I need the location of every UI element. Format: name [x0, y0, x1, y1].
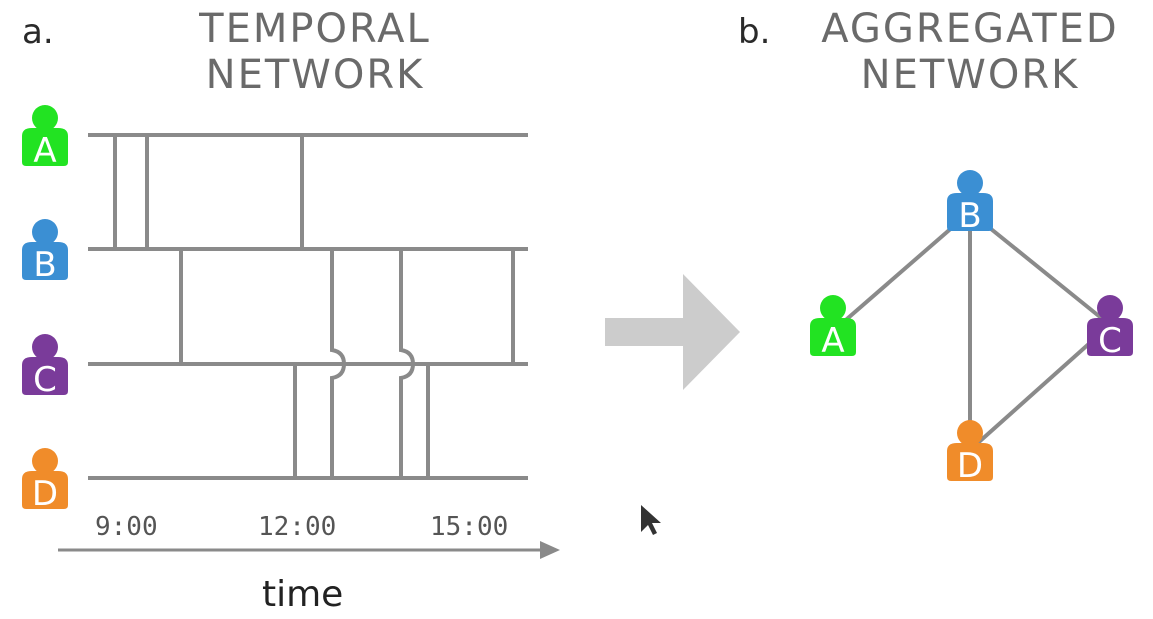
panel-b-letter: b. [738, 12, 771, 52]
timelines [88, 133, 528, 480]
agg-node-c-label: C [1098, 321, 1122, 361]
time-tick-15: 15:00 [430, 512, 509, 542]
temporal-title-line1: TEMPORAL [199, 6, 431, 52]
edge-c-d [968, 323, 1112, 452]
contact-b-d-1 [330, 249, 347, 478]
time-axis-arrow [58, 541, 560, 559]
node-c-label: C [33, 360, 57, 400]
aggregated-network-title: AGGREGATED NETWORK [810, 6, 1130, 98]
edge-a-b [838, 210, 972, 327]
aggregated-node-b: B [947, 170, 993, 236]
contact-b-d-2 [399, 249, 416, 478]
aggregated-edges [838, 210, 1112, 452]
temporal-title-line2: NETWORK [205, 52, 425, 98]
time-axis-label: time [262, 574, 344, 615]
panel-a-letter: a. [22, 12, 54, 52]
time-tick-12: 12:00 [258, 512, 337, 542]
node-d-label: D [32, 474, 58, 514]
transform-arrow-icon [605, 274, 740, 390]
temporal-node-a: A [22, 105, 68, 171]
agg-node-b-label: B [958, 196, 981, 236]
aggregated-title-line2: NETWORK [860, 52, 1080, 98]
aggregated-node-c: C [1087, 295, 1133, 361]
edge-b-c [968, 210, 1112, 327]
aggregated-title-line1: AGGREGATED [821, 6, 1119, 52]
agg-node-d-label: D [957, 446, 983, 486]
time-tick-9: 9:00 [95, 512, 158, 542]
aggregated-node-d: D [947, 420, 993, 486]
aggregated-node-a: A [810, 295, 856, 361]
mouse-cursor-icon [641, 505, 661, 535]
temporal-node-c: C [22, 334, 68, 400]
temporal-node-b: B [22, 219, 68, 285]
contacts [113, 135, 515, 478]
node-a-label: A [33, 131, 56, 171]
agg-node-a-label: A [821, 321, 844, 361]
node-b-label: B [33, 245, 56, 285]
temporal-node-d: D [22, 448, 68, 514]
temporal-network-title: TEMPORAL NETWORK [170, 6, 460, 98]
